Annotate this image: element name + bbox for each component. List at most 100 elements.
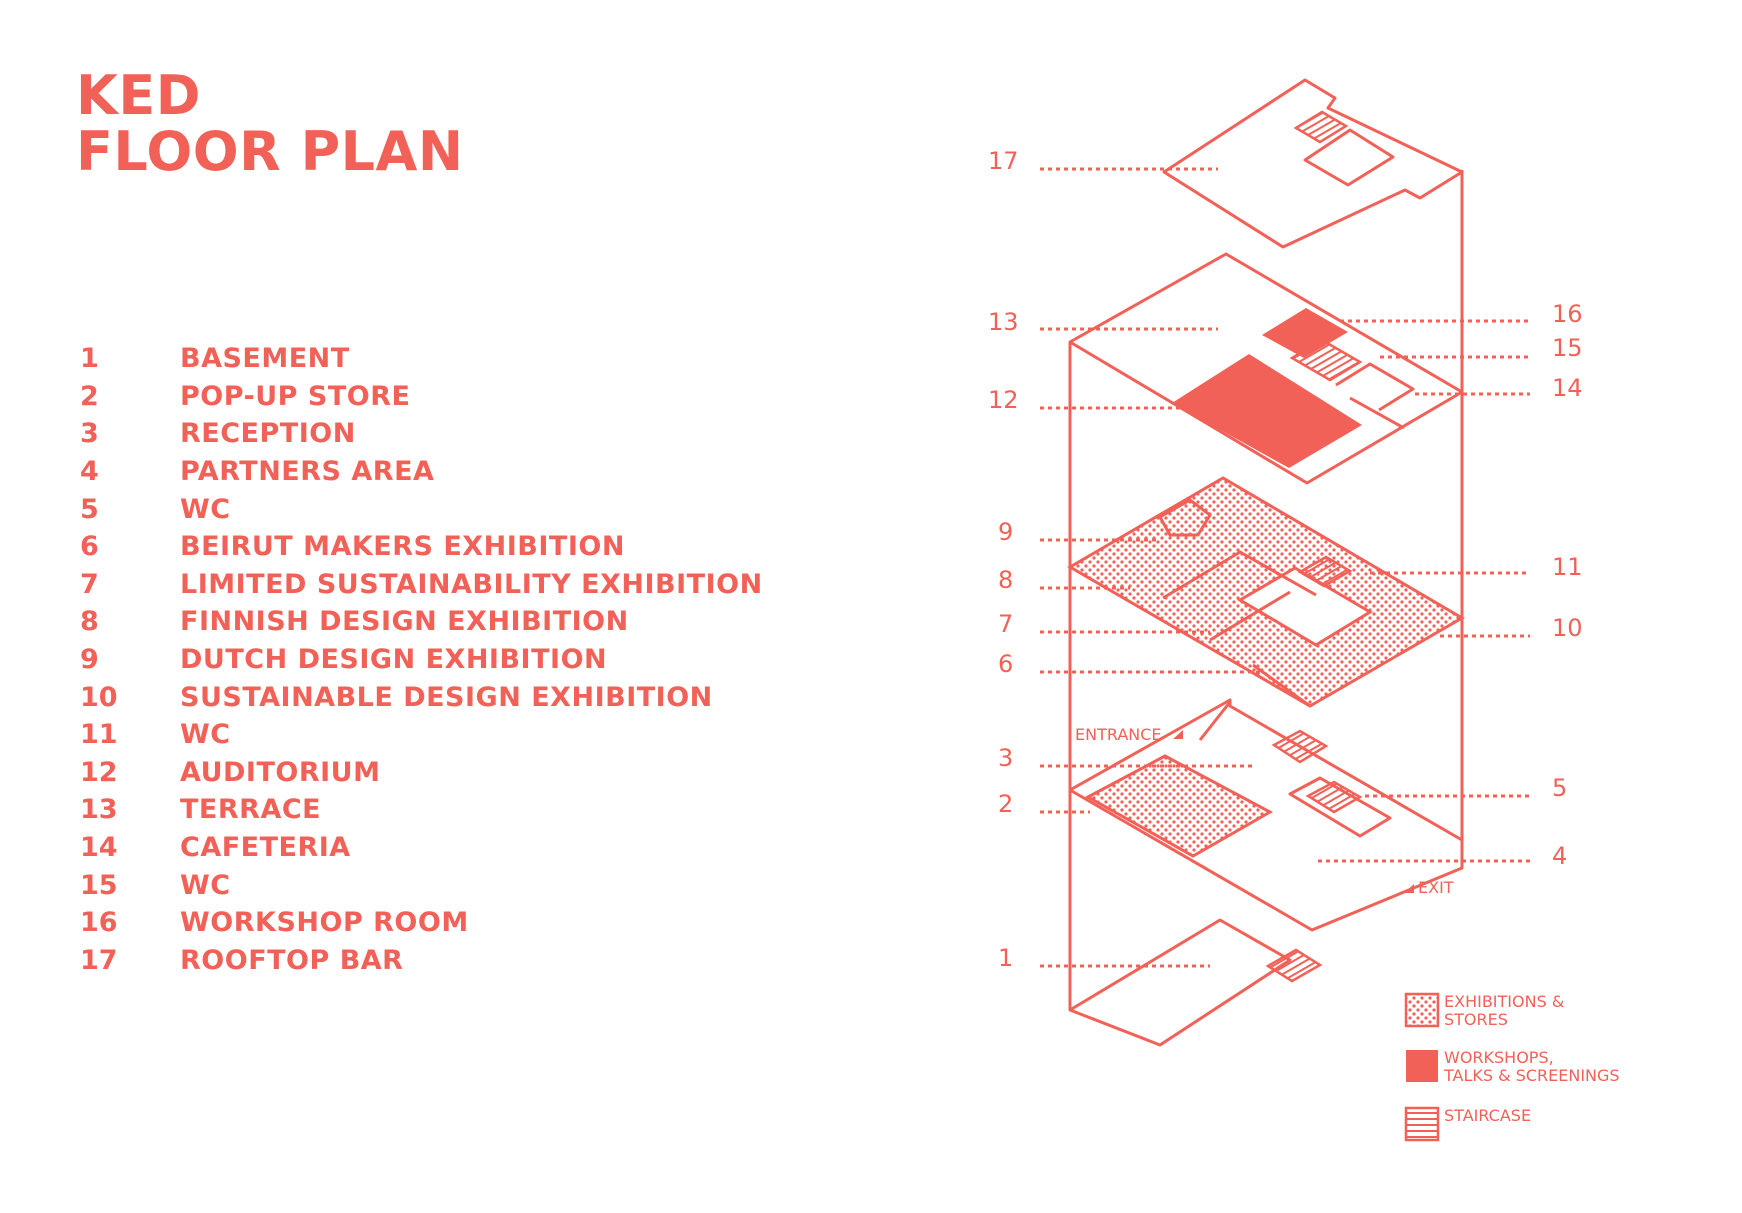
upper-staircase [1289, 338, 1363, 382]
floor-exhibition [1067, 476, 1465, 708]
callout-17: 17 [988, 147, 1019, 175]
legend-label: WC [180, 719, 231, 751]
legend-number: 9 [80, 644, 99, 676]
basement-outline [1068, 918, 1292, 1047]
key-staircase-label: STAIRCASE [1444, 1106, 1531, 1125]
legend-label: BASEMENT [180, 343, 350, 375]
legend-number: 2 [80, 380, 99, 412]
entrance-wall [1198, 701, 1232, 741]
exhibition-partition-c [1252, 663, 1311, 708]
callout-15: 15 [1552, 334, 1583, 362]
legend-number: 8 [80, 606, 99, 638]
basement-staircase [1265, 948, 1323, 983]
callout-16: 16 [1552, 300, 1583, 328]
ground-wc-staircase [1305, 780, 1363, 814]
upper-wc-partition [1349, 396, 1405, 430]
legend-label: WORKSHOP ROOM [180, 907, 469, 939]
legend-item: 3 RECEPTION [80, 415, 763, 453]
callout-leader-lines [1040, 167, 1530, 968]
callout-2: 2 [998, 790, 1013, 818]
legend-number: 11 [80, 719, 118, 751]
callout-3: 3 [998, 744, 1013, 772]
legend-label: LIMITED SUSTAINABILITY EXHIBITION [180, 568, 763, 600]
floor-upper [1068, 252, 1464, 485]
legend-label: AUDITORIUM [180, 756, 381, 788]
legend-label: ROOFTOP BAR [180, 944, 404, 976]
legend-label: SUSTAINABLE DESIGN EXHIBITION [180, 681, 713, 713]
key-workshops-line1: WORKSHOPS, [1444, 1048, 1554, 1067]
cafeteria-partition [1335, 362, 1415, 412]
upper-floor-outline [1068, 252, 1464, 485]
legend-number: 4 [80, 456, 99, 488]
legend-item: 7 LIMITED SUSTAINABILITY EXHIBITION [80, 566, 763, 604]
ground-wc-block [1288, 776, 1392, 838]
callout-4: 4 [1552, 842, 1567, 870]
callout-7: 7 [998, 610, 1013, 638]
rooftop-room [1303, 128, 1395, 187]
ground-staircase [1271, 729, 1329, 764]
legend-number: 3 [80, 418, 99, 450]
legend-item: 15 WC [80, 866, 763, 904]
legend-item: 10 SUSTAINABLE DESIGN EXHIBITION [80, 678, 763, 716]
callout-13: 13 [988, 308, 1019, 336]
legend-item: 1 BASEMENT [80, 340, 763, 378]
legend-number: 14 [80, 832, 118, 864]
auditorium-area [1172, 354, 1362, 468]
legend-item: 8 FINNISH DESIGN EXHIBITION [80, 603, 763, 641]
legend-number: 5 [80, 493, 99, 525]
legend-label: PARTNERS AREA [180, 456, 435, 488]
entrance-arrow-icon [1173, 730, 1183, 739]
rooftop-staircase [1293, 110, 1349, 144]
legend-label: WC [180, 869, 231, 901]
entrance-label: ENTRANCE [1075, 725, 1162, 744]
legend-label: FINNISH DESIGN EXHIBITION [180, 606, 629, 638]
legend-item: 11 WC [80, 716, 763, 754]
exit-arrow-icon [1404, 884, 1414, 893]
legend-number: 13 [80, 794, 118, 826]
legend-item: 9 DUTCH DESIGN EXHIBITION [80, 641, 763, 679]
callout-12: 12 [988, 386, 1019, 414]
key-exhibitions-line1: EXHIBITIONS & [1444, 992, 1564, 1011]
vertical-connectors [1068, 170, 1464, 1010]
exhibition-partition-a [1162, 550, 1317, 600]
key-swatch-dots [1404, 992, 1440, 1028]
key-exhibitions-line2: STORES [1444, 1010, 1508, 1029]
callout-14: 14 [1552, 374, 1583, 402]
pattern-key: EXHIBITIONS & STORES WORKSHOPS, TALKS & … [1404, 992, 1620, 1142]
legend-label: BEIRUT MAKERS EXHIBITION [180, 531, 625, 563]
exhibition-staircase [1297, 555, 1353, 588]
key-swatch-solid [1406, 1050, 1438, 1082]
floor-basement [1068, 918, 1323, 1047]
workshop-room-area [1262, 308, 1348, 358]
legend-number: 15 [80, 869, 118, 901]
key-swatch-stripes [1404, 1106, 1440, 1142]
rooftop-outline [1162, 78, 1464, 249]
ground-floor-outline [1068, 698, 1464, 932]
legend-number: 7 [80, 568, 99, 600]
legend-label: RECEPTION [180, 418, 356, 450]
legend-number: 10 [80, 681, 118, 713]
legend-label: DUTCH DESIGN EXHIBITION [180, 644, 608, 676]
key-workshops-line2: TALKS & SCREENINGS [1443, 1066, 1620, 1085]
legend-label: TERRACE [180, 794, 322, 826]
callout-1: 1 [998, 944, 1013, 972]
callout-6: 6 [998, 650, 1013, 678]
exhibition-cutout [1158, 498, 1212, 537]
legend-label: CAFETERIA [180, 832, 351, 864]
callout-11: 11 [1552, 553, 1583, 581]
pop-up-store-area [1084, 754, 1274, 858]
legend-label: WC [180, 493, 231, 525]
floor-rooftop [1162, 78, 1464, 249]
legend-item: 4 PARTNERS AREA [80, 453, 763, 491]
callout-8: 8 [998, 566, 1013, 594]
legend-number: 1 [80, 343, 99, 375]
callout-9: 9 [998, 518, 1013, 546]
legend-number: 12 [80, 756, 118, 788]
callout-5: 5 [1552, 774, 1567, 802]
callout-10: 10 [1552, 614, 1583, 642]
